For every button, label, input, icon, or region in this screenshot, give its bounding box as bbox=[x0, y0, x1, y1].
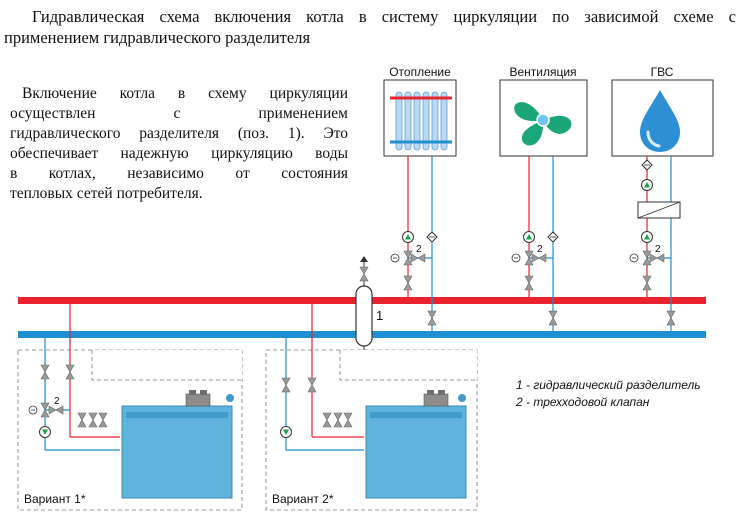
variant-2: Вариант 2* bbox=[265, 304, 478, 511]
variant-1: 2 Вариант 1* bbox=[17, 304, 243, 511]
page-title: Гидравлическая схема включения котла в с… bbox=[4, 6, 736, 48]
consumer-dhw: ГВС 2 bbox=[611, 65, 714, 331]
consumer-heating: Отопление 2 bbox=[383, 65, 457, 331]
title-line-1: Гидравлическая схема включения котла в с… bbox=[32, 7, 736, 26]
valve-label-heating: 2 bbox=[416, 244, 422, 255]
intro-line-3: гидравлического разделителя (поз. 1). Эт… bbox=[10, 125, 348, 142]
intro-line-4: обеспечивает надежную циркуляцию воды bbox=[10, 145, 348, 162]
valve-label-ventilation: 2 bbox=[537, 244, 543, 255]
intro-line-5: в котлах, независимо от состояния bbox=[10, 165, 348, 182]
legend: 1 - гидравлический разделитель 2 - трехх… bbox=[515, 378, 701, 409]
valve-label-v1: 2 bbox=[54, 396, 60, 407]
separator-label: 1 bbox=[376, 308, 383, 323]
title-line-2: применением гидравлического разделителя bbox=[4, 28, 311, 47]
consumer-ventilation-label: Вентиляция bbox=[509, 65, 576, 79]
intro-line-6: тепловых сетей потребителя. bbox=[10, 185, 203, 202]
radiator-icon bbox=[390, 91, 452, 151]
intro-line-2: осуществлен с применением bbox=[10, 105, 348, 122]
legend-item-1: 1 - гидравлический разделитель bbox=[516, 378, 701, 392]
legend-item-2: 2 - трехходовой клапан bbox=[515, 395, 650, 409]
consumer-dhw-label: ГВС bbox=[651, 65, 674, 79]
intro-line-1: Включение котла в схему циркуляции bbox=[22, 85, 348, 102]
consumer-heating-label: Отопление bbox=[389, 65, 451, 79]
fan-icon bbox=[514, 102, 572, 146]
consumer-ventilation: Вентиляция 2 bbox=[499, 65, 588, 331]
valve-label-dhw: 2 bbox=[655, 244, 661, 255]
variant-2-label: Вариант 2* bbox=[272, 492, 334, 506]
variant-1-label: Вариант 1* bbox=[24, 492, 86, 506]
water-drop-icon bbox=[640, 90, 680, 152]
intro-text: Включение котла в схему циркуляции осуще… bbox=[10, 84, 348, 204]
